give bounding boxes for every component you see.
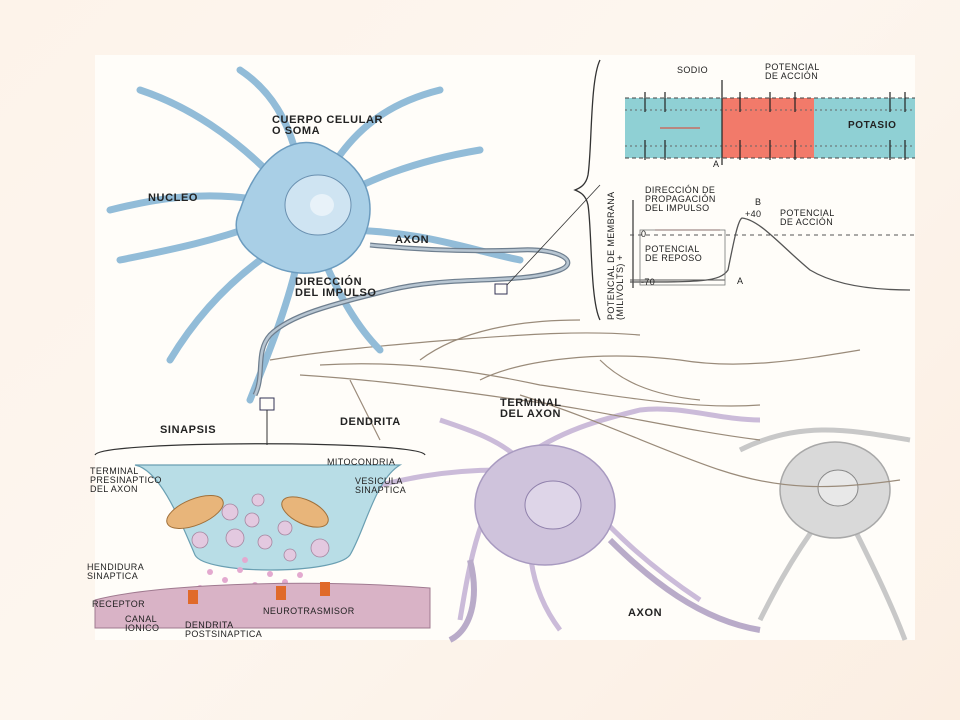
label-dendrita-postsinaptica: DENDRITA POSTSINAPTICA bbox=[185, 620, 263, 639]
tick-plus40: +40 bbox=[745, 209, 762, 219]
marker-a-graph: a bbox=[737, 276, 744, 286]
tick-minus70: -70 bbox=[641, 277, 656, 287]
label-sodio: SODIO bbox=[677, 65, 709, 75]
label-nucleo: NUCLEO bbox=[148, 192, 199, 204]
label-terminal-presinaptico: TERMINAL PRESINAPTICO DEL AXON bbox=[90, 466, 162, 494]
label-cuerpo-celular: CUERPO CELULAR O SOMA bbox=[272, 114, 384, 137]
leader-line-inset bbox=[506, 184, 601, 286]
membrane-strip bbox=[625, 80, 915, 165]
marker-b: b bbox=[755, 197, 762, 207]
label-direccion-propagacion: DIRECCIÓN DE PROPAGACIÓN DEL IMPULSO bbox=[645, 185, 716, 213]
label-axon-top: AXON bbox=[395, 234, 430, 246]
label-axon-bottom: AXON bbox=[628, 607, 663, 619]
label-potencial-accion-top: POTENCIAL DE ACCIÓN bbox=[765, 62, 820, 81]
tick-0: 0 bbox=[641, 229, 647, 239]
third-neuron bbox=[738, 427, 911, 641]
label-receptor: RECEPTOR bbox=[92, 599, 146, 609]
marker-a-top: a bbox=[713, 159, 720, 169]
label-dendrita: DENDRITA bbox=[340, 416, 401, 428]
label-terminal-axon: TERMINAL DEL AXON bbox=[500, 397, 562, 420]
synapse-inset bbox=[94, 410, 431, 629]
label-canal-ionico: CANAL IONICO bbox=[125, 614, 160, 633]
label-potencial-reposo: POTENCIAL DE REPOSO bbox=[645, 244, 703, 263]
label-potencial-accion-graph: POTENCIAL DE ACCIÓN bbox=[780, 208, 835, 227]
label-sinapsis: SINAPSIS bbox=[160, 424, 217, 436]
action-potential-graph bbox=[629, 200, 915, 291]
label-potasio: POTASIO bbox=[848, 120, 897, 131]
inset-brace bbox=[573, 59, 601, 321]
label-hendidura-sinaptica: HENDIDURA SINAPTICA bbox=[87, 562, 145, 581]
y-axis-label: POTENCIAL DE MEMBRANA (MILIVOLTS) + bbox=[606, 191, 625, 320]
label-direccion-impulso: DIRECCIÓN DEL IMPULSO bbox=[295, 276, 377, 299]
label-mitocondria: MITOCONDRIA bbox=[327, 457, 396, 467]
axon-terminal-branches bbox=[269, 319, 901, 488]
postsynaptic-neuron bbox=[359, 406, 761, 643]
label-vesicula-sinaptica: VESICULA SINAPTICA bbox=[355, 476, 407, 495]
presynaptic-neuron bbox=[106, 66, 571, 411]
label-neurotrasmisor: NEUROTRASMISOR bbox=[263, 606, 355, 616]
